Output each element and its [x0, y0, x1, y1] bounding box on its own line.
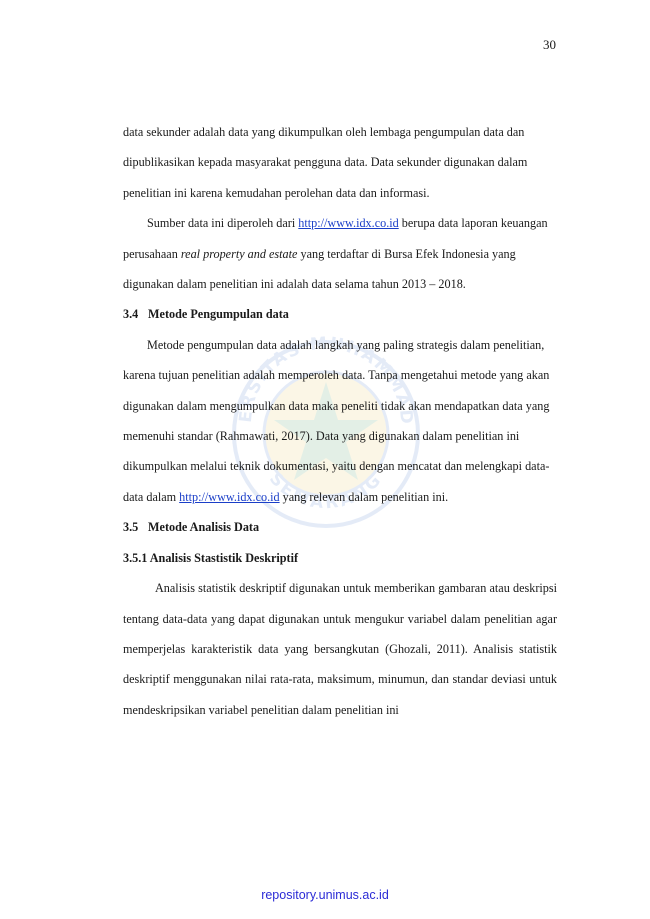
paragraph-secondary-data: data sekunder adalah data yang dikumpulk…	[123, 125, 528, 200]
paragraph-data-source: Sumber data ini diperoleh dari http://ww…	[123, 208, 557, 299]
idx-link[interactable]: http://www.idx.co.id	[298, 216, 399, 231]
idx-link-2[interactable]: http://www.idx.co.id	[179, 489, 280, 504]
text-run: berupa data laporan keuangan perusahaan	[123, 216, 548, 261]
heading-number: 3.4	[123, 307, 139, 322]
heading-3-5-1: 3.5.1 Analisis Stastistik Deskriptif	[123, 550, 299, 565]
paragraph-collection-method: Metode pengumpulan data adalah langkah y…	[123, 330, 557, 512]
heading-number: 3.5	[123, 520, 139, 535]
document-body: data sekunder adalah data yang dikumpulk…	[123, 117, 557, 725]
heading-3-4: 3.4 Metode Pengumpulan data	[123, 299, 557, 329]
heading-3-5: 3.5 Metode Analisis Data	[123, 512, 557, 542]
text-run: yang terdaftar di Bursa Efek Indonesia y…	[123, 246, 516, 292]
heading-title: Metode Pengumpulan data	[148, 307, 289, 322]
heading-title: Metode Analisis Data	[148, 520, 260, 535]
page-number: 30	[543, 37, 556, 52]
text-run: Metode pengumpulan data adalah langkah y…	[123, 337, 550, 504]
text-run: yang relevan dalam penelitian ini.	[279, 489, 449, 504]
repository-footer: repository.unimus.ac.id	[261, 888, 389, 902]
text-run: Sumber data ini diperoleh dari	[147, 216, 299, 231]
paragraph-descriptive-analysis: Analisis statistik deskriptif digunakan …	[123, 581, 557, 717]
emphasis-real-property: real property and estate	[180, 246, 298, 261]
